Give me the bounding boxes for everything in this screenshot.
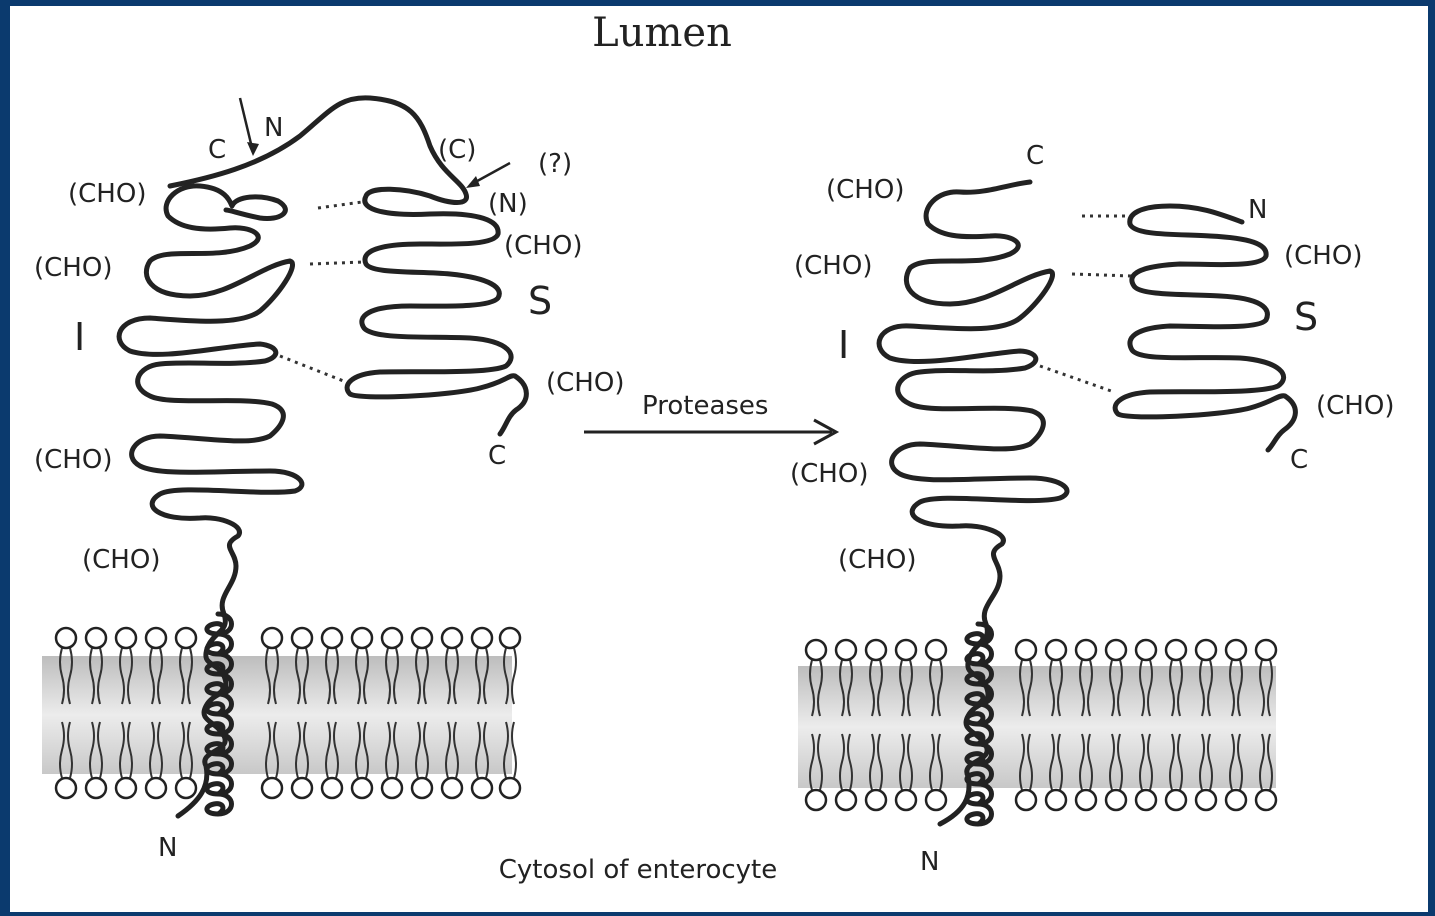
left-membrane: [42, 628, 520, 798]
left-n-paren: (N): [488, 189, 528, 219]
left-domain-s: S: [528, 279, 552, 323]
lipid-head: [176, 778, 196, 798]
lipid-head: [896, 790, 916, 810]
right-n-end: N: [920, 847, 939, 877]
lipid-head: [896, 640, 916, 660]
right-membrane: [798, 640, 1276, 810]
lipid-head: [866, 790, 886, 810]
left-question: (?): [538, 149, 572, 179]
lipid-head: [926, 640, 946, 660]
lipid-head: [866, 640, 886, 660]
lipid-head: [1226, 790, 1246, 810]
lipid-head: [1106, 640, 1126, 660]
lipid-head: [292, 778, 312, 798]
lipid-head: [806, 790, 826, 810]
lipid-head: [412, 628, 432, 648]
left-cho-3: (CHO): [34, 445, 112, 475]
right-transmembrane-helix: [967, 624, 992, 824]
lipid-head: [292, 628, 312, 648]
lipid-head: [1016, 790, 1036, 810]
lipid-head: [472, 628, 492, 648]
left-n-end: N: [158, 833, 177, 863]
lipid-head: [86, 628, 106, 648]
lipid-head: [1136, 790, 1156, 810]
helix-coil: [967, 624, 992, 824]
lipid-head: [836, 640, 856, 660]
lipid-head: [412, 778, 432, 798]
lipid-head: [352, 628, 372, 648]
lipid-head: [836, 790, 856, 810]
left-cho-s2: (CHO): [546, 368, 624, 398]
right-domain-s: S: [1294, 295, 1318, 339]
lipid-head: [806, 640, 826, 660]
right-cho-3: (CHO): [790, 459, 868, 489]
lipid-head: [1226, 640, 1246, 660]
right-cho-1: (CHO): [826, 175, 904, 205]
left-transmembrane-helix: [207, 614, 232, 814]
left-domain-i: I: [74, 315, 85, 359]
lipid-head: [442, 778, 462, 798]
left-cho-2: (CHO): [34, 253, 112, 283]
diagram-frame: Lumen Cytosol of enterocyte (CHO) (CHO) …: [10, 6, 1428, 912]
lipid-head: [926, 790, 946, 810]
lipid-head: [442, 628, 462, 648]
lipid-head: [322, 628, 342, 648]
lipid-head: [1076, 790, 1096, 810]
lipid-head: [1166, 640, 1186, 660]
right-domain-i: I: [838, 323, 849, 367]
left-cho-1: (CHO): [68, 179, 146, 209]
lipid-head: [1106, 790, 1126, 810]
left-c-end: C: [488, 441, 506, 471]
proteases-label: Proteases: [642, 391, 768, 421]
lipid-head: [1256, 790, 1276, 810]
right-n-s: N: [1248, 195, 1267, 225]
lipid-head: [322, 778, 342, 798]
lipid-head: [146, 778, 166, 798]
lipid-head: [262, 628, 282, 648]
left-c-paren: (C): [438, 135, 476, 165]
lipid-head: [1076, 640, 1096, 660]
right-cho-s2: (CHO): [1316, 391, 1394, 421]
lipid-head: [56, 628, 76, 648]
lipid-head: [1016, 640, 1036, 660]
left-c-top: C: [208, 135, 226, 165]
lipid-head: [1046, 640, 1066, 660]
right-cho-2: (CHO): [794, 251, 872, 281]
sucrase-isomaltase-diagram: Lumen Cytosol of enterocyte (CHO) (CHO) …: [10, 6, 1428, 912]
lipid-head: [1196, 790, 1216, 810]
lipid-head: [86, 778, 106, 798]
lipid-head: [500, 778, 520, 798]
lipid-head: [176, 628, 196, 648]
lipid-head: [116, 628, 136, 648]
right-cho-s1: (CHO): [1284, 241, 1362, 271]
lipid-head: [382, 628, 402, 648]
left-cho-4: (CHO): [82, 545, 160, 575]
right-c-end: C: [1290, 445, 1308, 475]
lipid-head: [1136, 640, 1156, 660]
right-c-top: C: [1026, 141, 1044, 171]
lipid-head: [500, 628, 520, 648]
helix-coil: [207, 614, 232, 814]
lipid-head: [262, 778, 282, 798]
lipid-head: [146, 628, 166, 648]
right-cho-4: (CHO): [838, 545, 916, 575]
lipid-head: [1046, 790, 1066, 810]
lipid-head: [1256, 640, 1276, 660]
right-sucrase-domain: [1115, 206, 1295, 450]
lipid-head: [116, 778, 136, 798]
lipid-head: [382, 778, 402, 798]
lipid-head: [352, 778, 372, 798]
cytosol-label: Cytosol of enterocyte: [499, 855, 777, 885]
lumen-label: Lumen: [592, 10, 732, 56]
left-n-top: N: [264, 113, 283, 143]
lipid-head: [472, 778, 492, 798]
lipid-head: [1166, 790, 1186, 810]
left-cho-s1: (CHO): [504, 231, 582, 261]
lipid-head: [1196, 640, 1216, 660]
lipid-head: [56, 778, 76, 798]
